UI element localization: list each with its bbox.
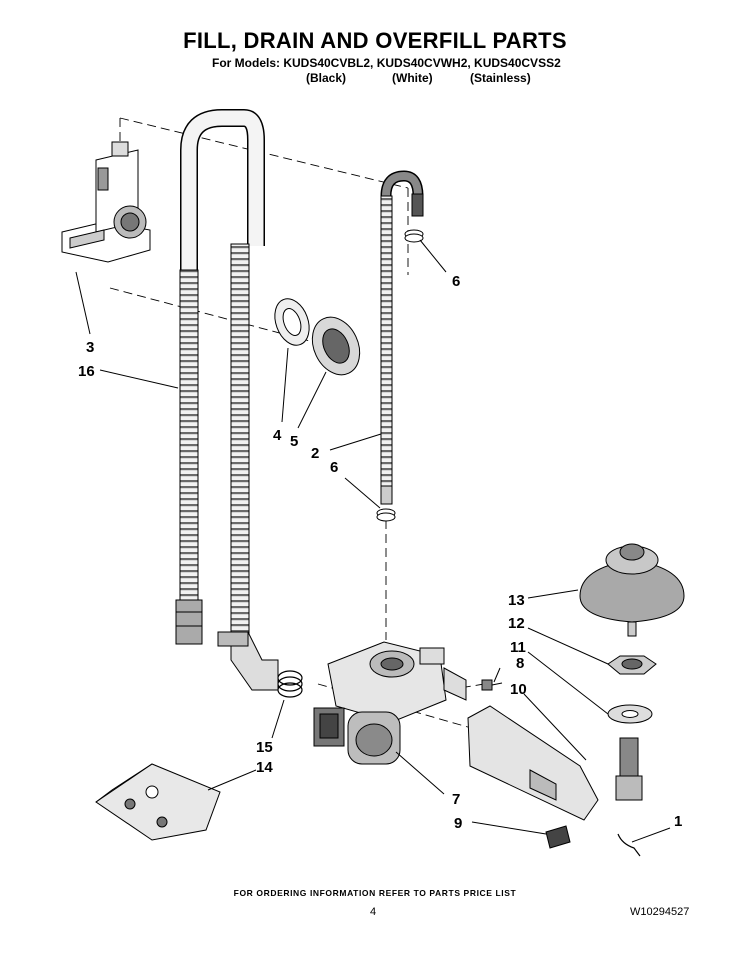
- part-11-washer: [607, 704, 653, 724]
- callout-13: 13: [508, 592, 525, 609]
- part-6-clamp-lower: [376, 508, 396, 522]
- callout-3: 3: [86, 339, 94, 356]
- callout-4: 4: [273, 427, 282, 444]
- part-15-hose-clamp: [277, 670, 303, 698]
- part-8-screw: [481, 679, 503, 691]
- color-white-label: (White): [392, 71, 433, 85]
- document-number: W10294527: [630, 906, 690, 918]
- ordering-note: FOR ORDERING INFORMATION REFER TO PARTS …: [233, 888, 517, 898]
- callout-5: 5: [290, 433, 298, 450]
- part-9-switch: [545, 825, 571, 849]
- callout-11: 11: [510, 639, 526, 656]
- part-12-nut: [607, 655, 657, 675]
- part-14-hardware-bag: [95, 763, 221, 841]
- part-2-fill-hose: [380, 170, 424, 505]
- color-stainless-label: (Stainless): [470, 71, 531, 85]
- part-1-actuator: [617, 833, 641, 857]
- callout-labels: 6 3 16 4 5 2 6 13 12 11 8 10 15 14 7 9 1: [78, 273, 682, 832]
- callout-14: 14: [256, 759, 273, 776]
- models-line: For Models: KUDS40CVBL2, KUDS40CVWH2, KU…: [212, 56, 561, 70]
- callout-10: 10: [510, 681, 527, 698]
- callout-8: 8: [516, 655, 524, 672]
- callout-2: 2: [311, 445, 319, 462]
- callout-15: 15: [256, 739, 273, 756]
- callout-6-upper: 6: [452, 273, 460, 290]
- callout-6-lower: 6: [330, 459, 338, 476]
- callout-9: 9: [454, 815, 462, 832]
- part-4-gasket: [274, 298, 310, 346]
- part-7-pump-assembly: [313, 641, 467, 765]
- page-number: 4: [370, 906, 377, 918]
- assembly-dash-lines: [109, 117, 521, 743]
- part-16-drain-hose: [175, 109, 279, 691]
- callout-16: 16: [78, 363, 95, 380]
- part-5-flange: [311, 316, 361, 376]
- callout-1: 1: [674, 813, 682, 830]
- callout-12: 12: [508, 615, 525, 632]
- leader-lines: [75, 239, 671, 843]
- part-13-float: [579, 543, 685, 637]
- part-3-air-gap-bracket: [61, 141, 151, 263]
- callout-7: 7: [452, 791, 460, 808]
- part-10-float-bracket: [467, 705, 643, 821]
- page-title: FILL, DRAIN AND OVERFILL PARTS: [183, 28, 567, 53]
- part-6-clamp-upper: [404, 229, 424, 243]
- color-black-label: (Black): [306, 71, 347, 85]
